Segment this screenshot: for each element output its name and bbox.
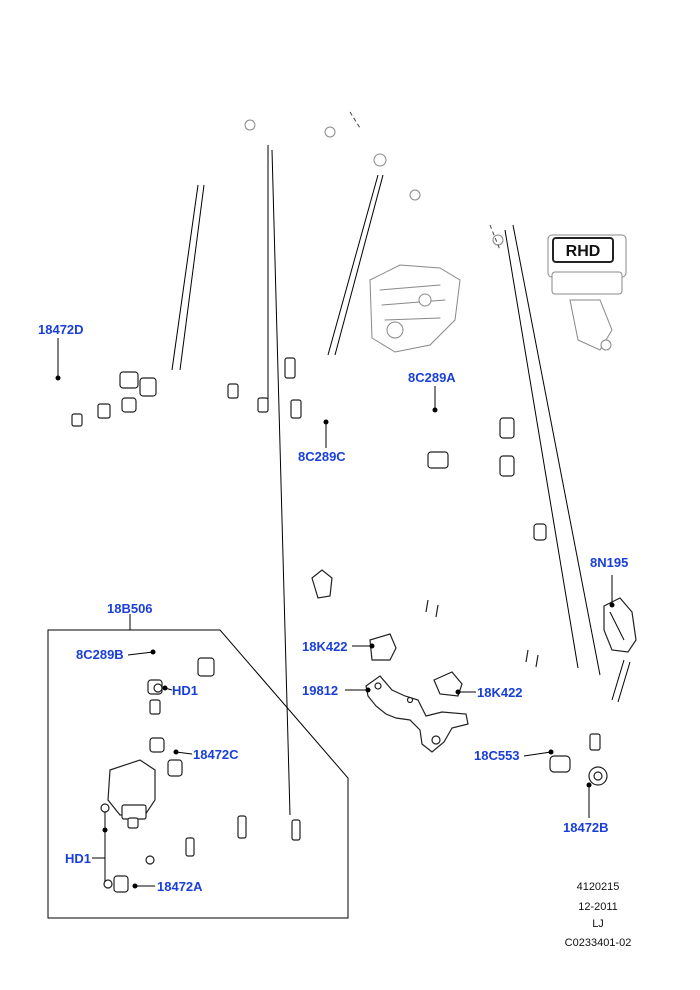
- footer-date: 12-2011: [578, 901, 618, 913]
- footer-initials: LJ: [592, 918, 604, 930]
- callout-18B506: 18B506: [107, 601, 153, 616]
- kit-18B506: [47, 614, 349, 919]
- callout-18472B: 18472B: [563, 820, 609, 835]
- part-18472D: [22, 356, 269, 456]
- rhd-badge: RHD: [552, 237, 614, 263]
- leader-HD1-b: [92, 812, 106, 882]
- callout-18472C: 18472C: [193, 747, 239, 762]
- callout-HD1-b: HD1: [65, 851, 91, 866]
- rhd-badge-text: RHD: [566, 243, 601, 260]
- callout-18472A: 18472A: [157, 879, 203, 894]
- part-8C289C: [290, 399, 547, 546]
- part-18K422-a: [369, 633, 397, 661]
- callout-HD1-a: HD1: [172, 683, 198, 698]
- leader-18472C: [175, 751, 193, 755]
- footer-ref: C0233401-02: [565, 937, 632, 949]
- callout-8C289A: 8C289A: [408, 370, 456, 385]
- callout-18K422-a: 18K422: [302, 639, 348, 654]
- part-8N195: [603, 575, 637, 703]
- callout-18472D: 18472D: [38, 322, 84, 337]
- leader-18C553: [523, 751, 552, 757]
- leader-HD1-a: [164, 687, 173, 691]
- overview-assembly: [160, 103, 627, 353]
- part-18C553-pipe: [311, 569, 634, 788]
- callout-18K422-b: 18K422: [477, 685, 523, 700]
- footer-code: 4120215: [577, 881, 620, 893]
- callout-8N195: 8N195: [590, 555, 628, 570]
- part-19812: [365, 675, 469, 753]
- assembly-leader-lines: [171, 145, 601, 816]
- part-8C289A: [284, 357, 516, 446]
- leader-8C289B: [127, 651, 154, 656]
- callout-8C289B: 8C289B: [76, 647, 124, 662]
- part-18K422-b: [433, 671, 463, 697]
- callout-8C289C: 8C289C: [298, 449, 346, 464]
- callout-18C553: 18C553: [474, 748, 520, 763]
- callout-19812: 19812: [302, 683, 338, 698]
